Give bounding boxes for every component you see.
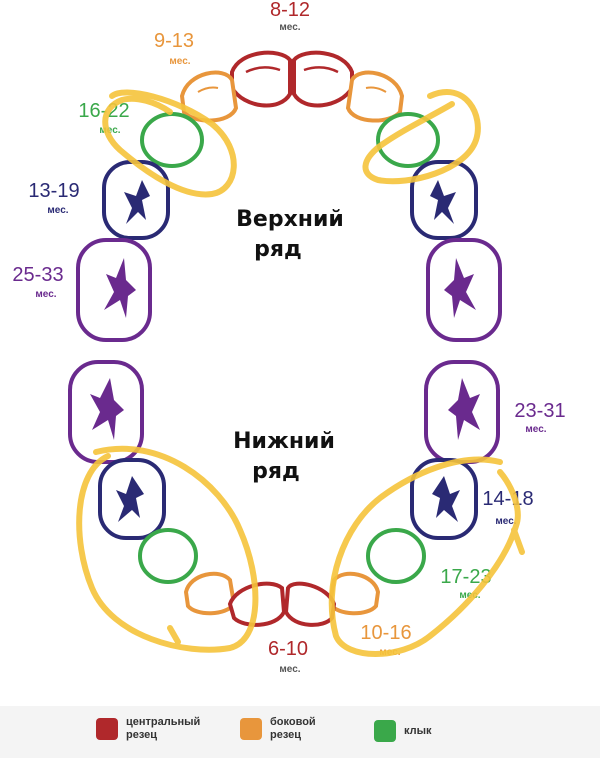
- lower-second-molar-left: [68, 360, 144, 464]
- upper-lateral-unit: мес.: [169, 56, 190, 67]
- upper-first-molar-left: [102, 160, 170, 240]
- lower-row-label-line1: Нижний: [233, 429, 335, 454]
- lower-canine-age: 17-23: [440, 566, 491, 588]
- upper-central-age: 8-12: [270, 0, 310, 21]
- upper-lateral-incisor-right: [345, 70, 405, 123]
- lower-lateral-incisor-left: [183, 571, 237, 616]
- lower-second-molar-age: 23-31: [514, 400, 565, 422]
- legend-swatch-central: [96, 718, 118, 740]
- upper-canine-left: [140, 112, 204, 168]
- lower-first-molar-age: 14-18: [482, 488, 533, 510]
- lower-first-molar-right: [410, 458, 478, 540]
- highlight-lower-right-scribble: [328, 456, 525, 657]
- lower-second-molar-unit: мес.: [525, 424, 546, 435]
- highlight-lower-left-scribble: [76, 445, 259, 653]
- upper-first-molar-age: 13-19: [28, 180, 79, 202]
- upper-second-molar-right: [426, 238, 502, 342]
- upper-first-molar-unit: мес.: [47, 205, 68, 216]
- lower-row-label-line2: ряд: [252, 459, 300, 484]
- legend-swatch-canine: [374, 720, 396, 742]
- upper-second-molar-unit: мес.: [35, 289, 56, 300]
- lower-canine-right: [366, 528, 426, 584]
- upper-second-molar-left: [76, 238, 152, 342]
- upper-lateral-incisor-left: [179, 70, 239, 123]
- upper-lateral-age: 9-13: [154, 30, 194, 52]
- lower-canine-left: [138, 528, 198, 584]
- upper-second-molar-age: 25-33: [12, 264, 63, 286]
- legend-label-central: центральный резец: [126, 716, 216, 742]
- highlight-upper-right-scribble: [362, 89, 481, 185]
- legend-item-lateral-incisor: боковой резец: [240, 716, 360, 742]
- upper-canine-right: [376, 112, 440, 168]
- legend: центральный резец боковой резец клык: [0, 706, 600, 758]
- upper-central-incisor-right: [292, 50, 354, 108]
- lower-second-molar-right: [424, 360, 500, 464]
- legend-label-central-line1: центральный: [126, 716, 201, 728]
- lower-lateral-incisor-right: [327, 571, 381, 616]
- lower-central-unit: мес.: [279, 664, 300, 675]
- highlight-upper-left-scribble: [102, 89, 237, 198]
- upper-row-label-line1: Верхний: [236, 207, 344, 232]
- upper-first-molar-right: [410, 160, 478, 240]
- lower-lateral-age: 10-16: [360, 622, 411, 644]
- upper-canine-unit: мес.: [99, 125, 120, 136]
- upper-row-label-line2: ряд: [254, 237, 302, 262]
- lower-first-molar-unit: мес.: [495, 516, 516, 527]
- lower-central-incisor-right: [283, 581, 337, 627]
- legend-label-lateral: боковой резец: [270, 716, 360, 742]
- legend-item-central-incisor: центральный резец: [96, 716, 216, 742]
- upper-central-unit: мес.: [279, 22, 300, 33]
- lower-first-molar-left: [98, 458, 166, 540]
- tooth-eruption-diagram: Верхний ряд Нижний ряд 8-12 мес. 9-13 ме…: [12, 0, 565, 675]
- legend-label-canine: клык: [404, 724, 432, 737]
- upper-central-incisor-left: [230, 50, 292, 108]
- legend-swatch-lateral: [240, 718, 262, 740]
- legend-label-lateral-line1: боковой: [270, 716, 316, 728]
- legend-item-canine: клык: [374, 720, 494, 742]
- legend-label-central-line2: резец: [126, 729, 158, 741]
- legend-label-lateral-line2: резец: [270, 729, 302, 741]
- lower-central-age: 6-10: [268, 638, 308, 660]
